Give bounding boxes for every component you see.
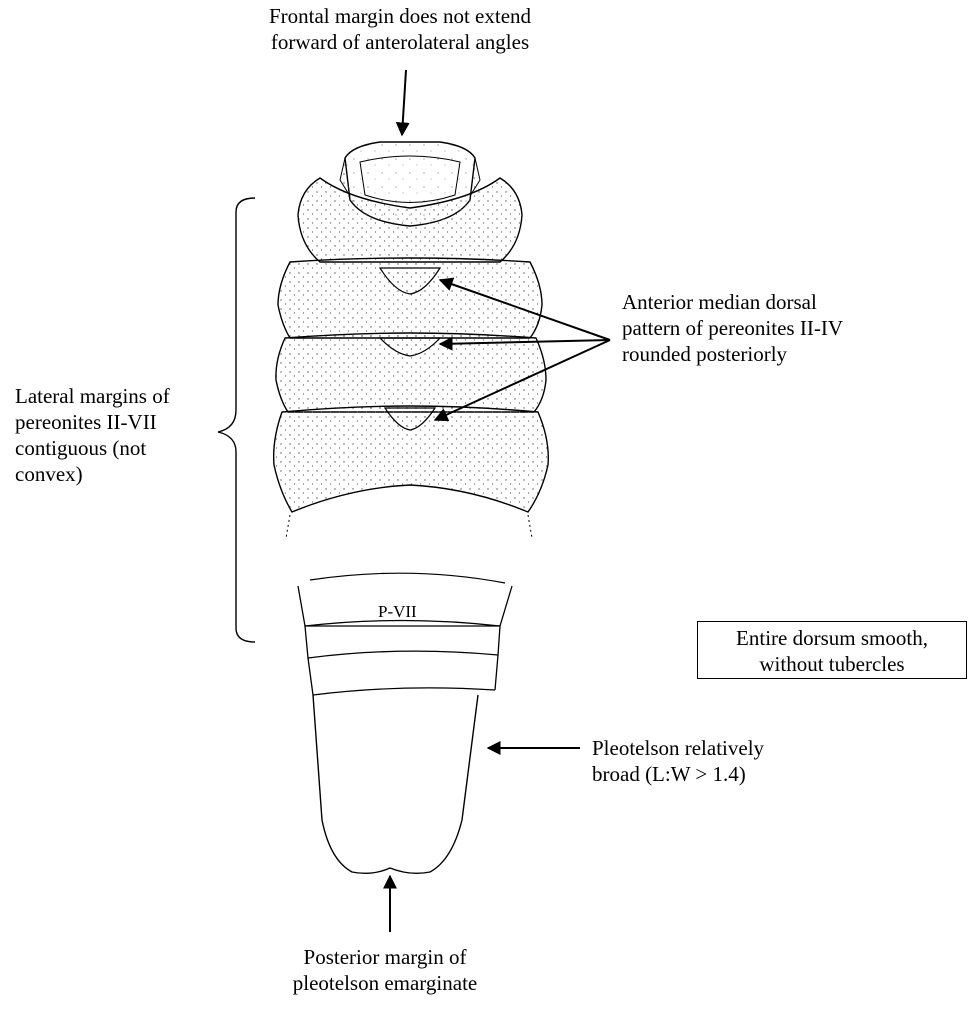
pleotelson bbox=[308, 655, 498, 873]
dorsum-smooth-label: Entire dorsum smooth, without tubercles bbox=[698, 625, 966, 677]
dorsal-pattern-label: Anterior median dorsal pattern of pereon… bbox=[622, 289, 902, 367]
pleotelson-broad-label: Pleotelson relatively broad (L:W > 1.4) bbox=[592, 735, 852, 787]
segment-label-p-vii: P-VII bbox=[378, 602, 417, 622]
pereonite-3 bbox=[276, 333, 546, 412]
pereonite-4 bbox=[274, 406, 549, 512]
frontal-margin-label: Frontal margin does not extend forward o… bbox=[190, 3, 610, 55]
dorsum-smooth-box: Entire dorsum smooth, without tubercles bbox=[697, 621, 967, 679]
arrow-frontal bbox=[402, 70, 406, 135]
break-lines bbox=[286, 515, 532, 538]
lateral-margins-label: Lateral margins of pereonites II-VII con… bbox=[15, 383, 235, 487]
posterior-margin-label: Posterior margin of pleotelson emarginat… bbox=[250, 944, 520, 996]
pereonite-2 bbox=[278, 258, 542, 338]
